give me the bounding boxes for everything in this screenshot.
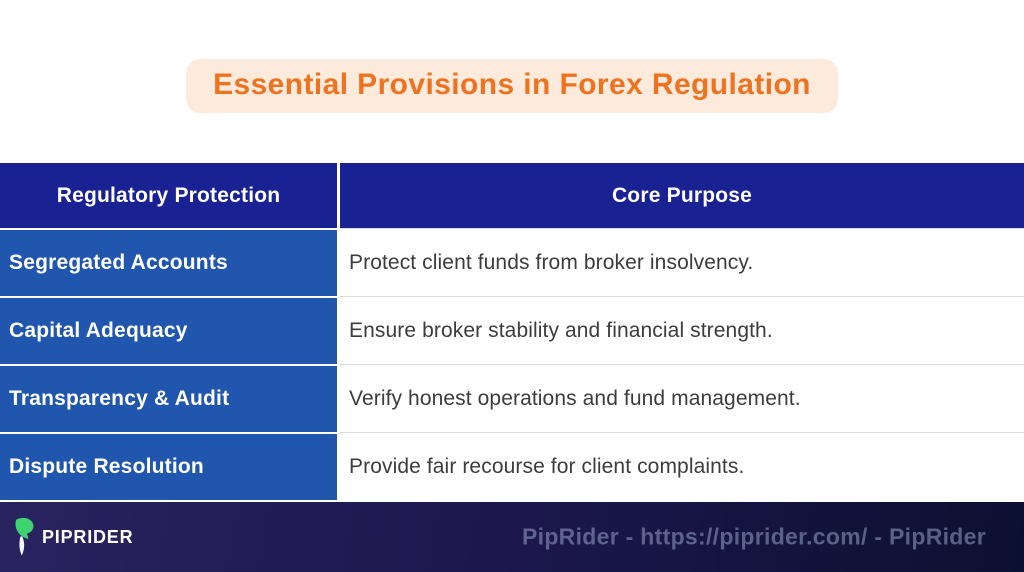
row-label-cell: Dispute Resolution [0, 432, 340, 500]
table-row: Capital Adequacy Ensure broker stability… [0, 296, 1024, 364]
piprider-logo: PIPRIDER [13, 517, 133, 557]
row-label: Capital Adequacy [9, 319, 188, 342]
row-purpose: Protect client funds from broker insolve… [349, 250, 754, 274]
row-label-cell: Capital Adequacy [0, 296, 340, 364]
row-purpose: Ensure broker stability and financial st… [349, 318, 773, 342]
row-purpose-cell: Provide fair recourse for client complai… [340, 432, 1024, 500]
row-label: Segregated Accounts [9, 251, 228, 274]
piprider-horse-icon [13, 517, 35, 557]
row-label-cell: Transparency & Audit [0, 364, 340, 432]
table-row: Dispute Resolution Provide fair recourse… [0, 432, 1024, 500]
header-label-protection: Regulatory Protection [56, 183, 281, 207]
row-purpose-cell: Verify honest operations and fund manage… [340, 364, 1024, 432]
row-purpose-cell: Protect client funds from broker insolve… [340, 228, 1024, 296]
provisions-table: Regulatory Protection Core Purpose Segre… [0, 163, 1024, 500]
footer-watermark: PipRider - https://piprider.com/ - PipRi… [522, 523, 986, 550]
header-cell-purpose: Core Purpose [340, 163, 1024, 228]
table-row: Segregated Accounts Protect client funds… [0, 228, 1024, 296]
piprider-brand-text: PIPRIDER [42, 526, 134, 547]
page-title: Essential Provisions in Forex Regulation [213, 68, 811, 101]
table-row: Transparency & Audit Verify honest opera… [0, 364, 1024, 432]
table-header-row: Regulatory Protection Core Purpose [0, 163, 1024, 228]
row-purpose: Verify honest operations and fund manage… [349, 386, 801, 410]
footer-bar: PIPRIDER PipRider - https://piprider.com… [0, 500, 1024, 572]
header-cell-protection: Regulatory Protection [0, 163, 340, 228]
row-purpose-cell: Ensure broker stability and financial st… [340, 296, 1024, 364]
row-label-cell: Segregated Accounts [0, 228, 340, 296]
header-label-purpose: Core Purpose [611, 183, 753, 207]
row-label: Dispute Resolution [9, 455, 204, 478]
title-pill: Essential Provisions in Forex Regulation [186, 59, 838, 113]
row-purpose: Provide fair recourse for client complai… [349, 454, 745, 478]
row-label: Transparency & Audit [9, 387, 230, 410]
